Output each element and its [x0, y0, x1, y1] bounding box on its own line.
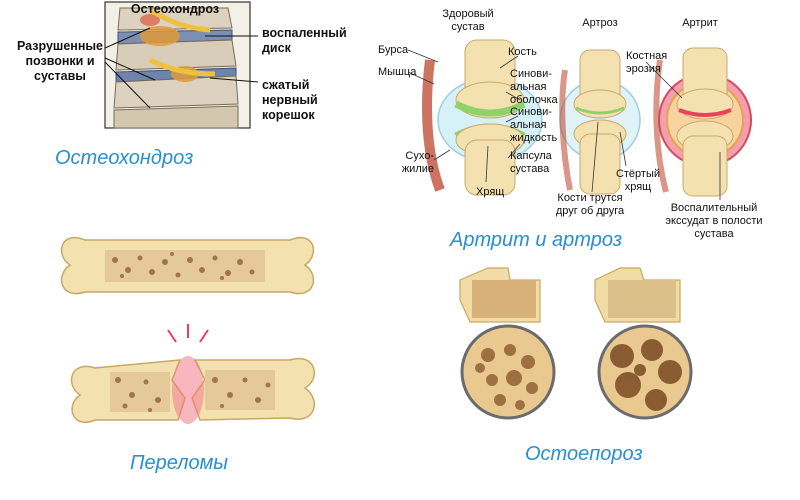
arthritis-joint [653, 47, 752, 197]
label-compressed-root: сжатый нервный корешок [262, 78, 318, 122]
label-tendon: Сухо-жилие [401, 150, 434, 175]
intact-spongy-texture [112, 252, 255, 280]
label-synovial-membrane: Синови-альная оболочка [510, 68, 558, 106]
label-muscle: Мышца [378, 66, 417, 78]
caption-arthritis-arthrosis: Артрит и артроз [450, 229, 623, 251]
fractures-panel: Переломы [0, 220, 400, 500]
spine-title: Остеохондроз [130, 2, 220, 16]
fractured-bone [70, 324, 315, 424]
label-destroyed-vertebrae: Разрушенные позвонки и суставы [16, 39, 103, 83]
osteoporotic-vertebra [594, 267, 693, 420]
intact-bone [60, 237, 315, 295]
label-bone-erosion: Костная эрозия [626, 50, 668, 75]
joints-panel: Здоровый сустав Артроз Артрит Бурса Мышц… [378, 0, 800, 260]
caption-osteoporosis: Остоепороз [525, 443, 643, 465]
title-arthritis: Артрит [682, 17, 718, 29]
label-inflamed-disc: воспаленный диск [262, 26, 347, 55]
caption-fractures: Переломы [130, 452, 229, 474]
label-bursa: Бурса [378, 44, 409, 56]
label-bone: Кость [508, 46, 537, 58]
osteoporosis-illustration [459, 267, 693, 420]
title-arthrosis: Артроз [582, 17, 618, 29]
label-exudate: Воспалительный экссудат в полости сустав… [665, 202, 763, 240]
fracture-inflammation [172, 356, 204, 424]
label-synovial-fluid: Синови-альная жидкость [510, 106, 558, 144]
label-worn-cartilage: Стёртый хрящ [615, 168, 661, 193]
caption-osteochondrosis: Остеохондроз [55, 147, 194, 169]
healthy-vertebra [459, 267, 556, 420]
title-healthy-joint: Здоровый сустав [442, 8, 494, 33]
label-capsule: Капсула сустава [510, 150, 552, 175]
label-cartilage: Хрящ [476, 186, 505, 198]
joints-illustration [407, 39, 752, 200]
arthrosis-joint [559, 49, 641, 195]
healthy-joint [422, 39, 543, 196]
pain-burst-icon [167, 324, 209, 343]
osteochondrosis-panel: Остеохондроз Разрушенные позвонки и суст… [0, 0, 400, 180]
spine-illustration [104, 1, 259, 129]
fracture-illustration [60, 237, 315, 424]
healthy-bone-closeup [460, 324, 556, 420]
label-bones-rub: Кости трутся друг об друга [555, 192, 625, 217]
osteoporosis-panel: Остоепороз [400, 260, 800, 500]
